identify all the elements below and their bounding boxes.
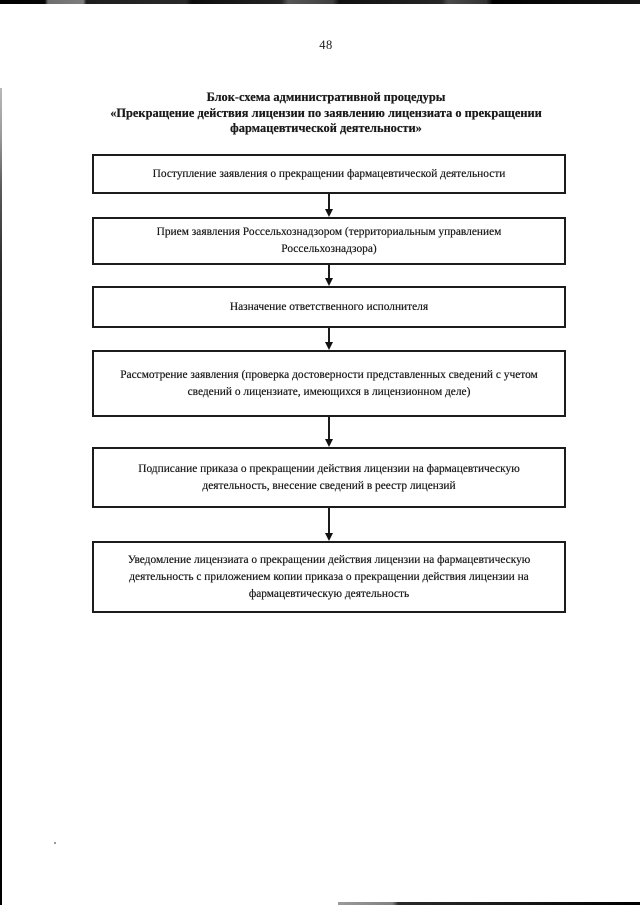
flow-arrow-down-icon [324,194,334,217]
scan-artifact-top-edge [0,0,640,4]
flowchart-step-label: Поступление заявления о прекращении фарм… [152,167,506,180]
arrow-line [328,417,330,443]
scan-artifact-speck [54,842,56,844]
page-title: Блок-схема административной процедуры «П… [0,90,640,137]
flowchart-step-1: Поступление заявления о прекращении фарм… [92,154,566,194]
title-line-2: «Прекращение действия лицензии по заявле… [110,105,542,120]
arrow-line [328,508,330,537]
flowchart-step-4: Рассмотрение заявления (проверка достове… [92,350,566,417]
scan-artifact-left-edge [0,88,2,905]
page-number: 48 [319,38,333,52]
arrow-line [328,194,330,213]
arrow-head [325,278,333,286]
flowchart-step-label: Назначение ответственного исполнителя [229,300,429,313]
flowchart-step-label: Подписание приказа о прекращении действи… [138,462,520,492]
flowchart-step-3: Назначение ответственного исполнителя [92,286,566,328]
flow-arrow-down-icon [324,328,334,350]
title-line-3: фармацевтической деятельности» [230,121,422,136]
flowchart-step-label: Уведомление лицензиата о прекращении дей… [127,553,531,600]
flow-arrow-down-icon [324,417,334,447]
flowchart-step-label: Прием заявления Россельхознадзором (терр… [156,226,502,255]
arrow-head [325,439,333,447]
title-line-1: Блок-схема административной процедуры [206,90,446,104]
flow-arrow-down-icon [324,265,334,286]
flowchart-step-6: Уведомление лицензиата о прекращении дей… [92,541,566,613]
flow-arrow-down-icon [324,508,334,541]
arrow-line [328,328,330,346]
arrow-line [328,265,330,282]
arrow-head [325,209,333,217]
arrow-head [325,342,333,350]
flowchart-step-2: Прием заявления Россельхознадзором (терр… [92,217,566,265]
arrow-head [325,533,333,541]
flowchart-step-5: Подписание приказа о прекращении действи… [92,447,566,508]
flowchart-step-label: Рассмотрение заявления (проверка достове… [120,368,538,398]
